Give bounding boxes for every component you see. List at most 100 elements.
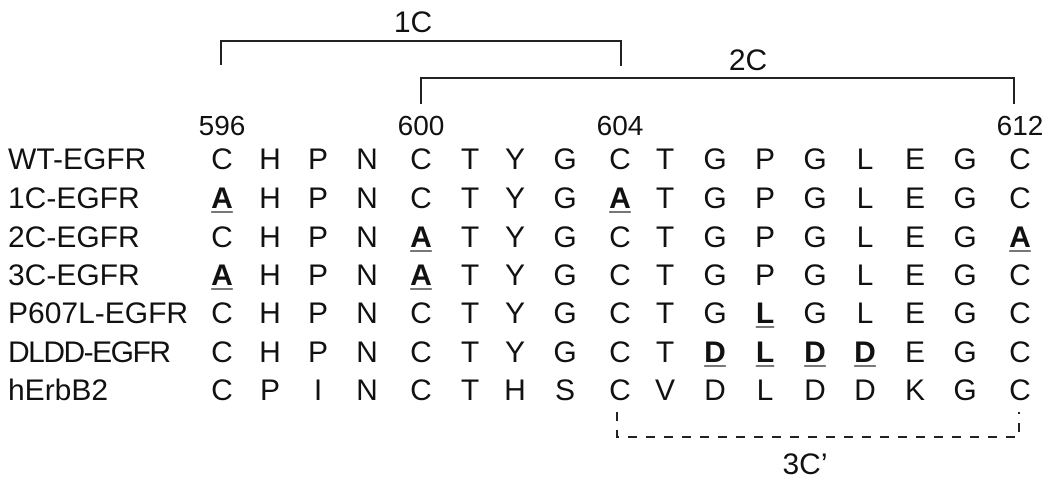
residue: H [259,182,281,215]
residue: N [356,297,378,330]
residue: N [356,336,378,369]
residue: H [259,221,281,254]
residue: G [703,182,727,215]
residue: T [655,336,675,369]
residue: T [460,143,480,176]
residue: E [904,259,926,292]
position-number: 612 [996,110,1044,141]
residue: T [655,182,675,215]
mutated-residue: D [854,336,876,369]
residue: Y [504,297,526,330]
residue: C [211,336,233,369]
row-label: 3C-EGFR [8,259,140,292]
bracket-2c [420,77,1015,104]
position-number: 600 [397,110,445,141]
residue: I [313,374,323,407]
mutated-residue: D [804,336,826,369]
residue: C [609,143,631,176]
residue: G [553,336,577,369]
residue: G [953,143,977,176]
residue: P [307,221,329,254]
row-label: WT-EGFR [8,143,147,176]
mutated-residue: A [410,221,432,254]
residue: N [356,221,378,254]
residue: P [307,259,329,292]
residue: L [756,374,774,407]
residue: P [754,182,776,215]
residue: N [356,182,378,215]
residue: G [803,143,827,176]
row-label: P607L-EGFR [8,297,189,330]
residue: G [953,221,977,254]
residue: C [1009,143,1031,176]
bracket-label-1c: 1C [393,6,433,39]
position-number: 596 [198,110,246,141]
residue: Y [504,221,526,254]
mutated-residue: A [609,182,631,215]
residue: C [410,297,432,330]
residue: C [1009,182,1031,215]
mutated-residue: A [1009,221,1031,254]
residue: G [553,182,577,215]
residue: C [1009,297,1031,330]
residue: G [553,221,577,254]
bracket-1c [220,40,622,66]
residue: T [655,259,675,292]
residue: P [754,143,776,176]
position-number: 604 [596,110,644,141]
residue: Y [504,336,526,369]
residue: G [803,182,827,215]
residue: T [460,259,480,292]
residue: P [307,336,329,369]
mutated-residue: L [755,336,775,369]
residue: H [259,336,281,369]
row-label: DLDD-EGFR [8,336,171,369]
residue: Y [504,143,526,176]
residue: C [1009,336,1031,369]
residue: G [953,182,977,215]
residue: L [856,143,874,176]
residue: P [754,221,776,254]
residue: S [554,374,576,407]
residue: P [307,143,329,176]
residue: T [460,336,480,369]
residue: G [553,297,577,330]
residue: P [307,297,329,330]
residue: E [904,221,926,254]
residue: K [904,374,926,407]
residue: C [609,221,631,254]
mutated-residue: D [704,336,726,369]
residue: D [704,374,726,407]
residue: G [703,297,727,330]
residue: C [410,143,432,176]
residue: G [953,259,977,292]
residue: C [211,374,233,407]
residue: T [655,143,675,176]
residue: T [655,221,675,254]
residue: C [609,259,631,292]
residue: G [803,297,827,330]
residue: L [856,221,874,254]
residue: G [953,374,977,407]
residue: N [356,259,378,292]
residue: T [655,297,675,330]
bracket-3c-prime [616,412,1020,438]
mutated-residue: A [211,259,233,292]
residue: C [609,374,631,407]
residue: E [904,182,926,215]
residue: Y [504,259,526,292]
residue: C [410,336,432,369]
residue: D [804,374,826,407]
residue: H [504,374,526,407]
residue: C [410,182,432,215]
residue: T [460,221,480,254]
residue: E [904,336,926,369]
mutated-residue: L [755,297,775,330]
residue: T [460,182,480,215]
bracket-label-3c-prime: 3C’ [782,448,828,481]
residue: C [1009,374,1031,407]
residue: N [356,374,378,407]
residue: D [854,374,876,407]
residue: G [953,336,977,369]
